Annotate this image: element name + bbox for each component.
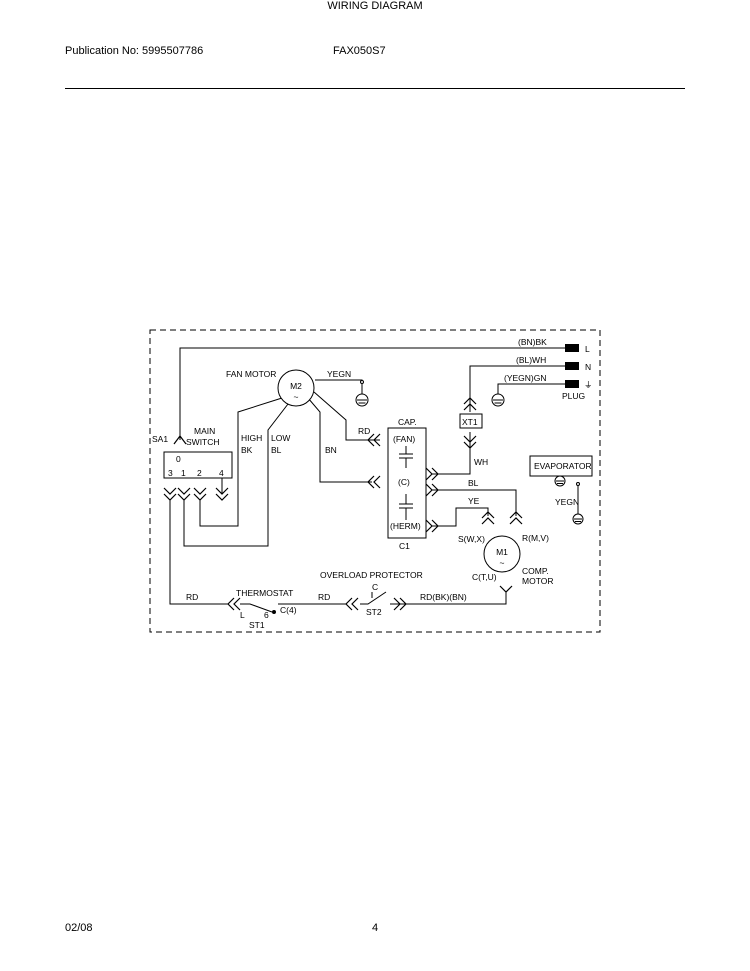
- wire-overload-to-comp: [400, 592, 507, 605]
- capacitor-common-terminal: (C): [398, 477, 410, 487]
- plug-pin-n: N: [585, 362, 591, 372]
- wire-label-overload-to-comp: RD(BK)(BN): [420, 592, 467, 602]
- page-title: WIRING DIAGRAM: [327, 0, 423, 12]
- plug-pins: [565, 344, 579, 388]
- header-divider: [65, 88, 685, 89]
- wire-label-low: LOW: [271, 433, 290, 443]
- compressor-label-1: COMP.: [522, 566, 549, 576]
- plug-label: PLUG: [562, 391, 585, 401]
- main-switch-position-0: 0: [176, 454, 181, 464]
- wire-cap-to-comp-s: [432, 507, 489, 527]
- evaporator-ground-wire: YEGN: [555, 497, 579, 507]
- evaporator-label: EVAPORATOR: [534, 461, 592, 471]
- overload-switch: [360, 591, 400, 605]
- wire-cap-to-comp-r: [432, 489, 517, 516]
- evaporator-ground-icon: [554, 475, 584, 525]
- connector-xt1: [459, 413, 483, 429]
- plug-pin-l: L: [585, 344, 590, 354]
- fan-motor-label: FAN MOTOR: [226, 369, 276, 379]
- footer-page-number: 4: [372, 922, 379, 934]
- fan-motor-id: M2: [290, 381, 302, 391]
- wire-label-fan-common: BN: [325, 445, 337, 455]
- thermostat-terminal-l: L: [240, 610, 245, 620]
- compressor-id: M1: [496, 547, 508, 557]
- wire-label-high: HIGH: [241, 433, 262, 443]
- main-switch-terminal-3: 3: [168, 468, 173, 478]
- compressor-terminal-s: S(W,X): [458, 534, 485, 544]
- main-switch-label-1: MAIN: [194, 426, 215, 436]
- fan-motor-symbol: [277, 369, 315, 407]
- thermostat-id: ST1: [249, 620, 265, 630]
- plug-wire-neutral: (BL)WH: [516, 355, 546, 365]
- main-switch-box: [163, 451, 233, 479]
- wire-plug-ground: [497, 383, 565, 394]
- main-switch-terminal-2: 2: [197, 468, 202, 478]
- footer-date: 02/08: [65, 922, 93, 934]
- thermostat-label: THERMOSTAT: [236, 588, 293, 598]
- compressor-terminal-c: C(T,U): [472, 572, 497, 582]
- connector-xt1-label: XT1: [462, 417, 478, 427]
- main-switch-terminal-1: 1: [181, 468, 186, 478]
- wire-neutral: [469, 365, 565, 412]
- unit-boundary: [149, 329, 601, 633]
- fan-motor-symbol-tilde: ~: [294, 392, 299, 402]
- thermostat-terminal-c: C(4): [280, 605, 297, 615]
- wire-label-switch-to-thermo: RD: [186, 592, 198, 602]
- ground-icon: [355, 380, 505, 407]
- capacitor-fan-terminal: (FAN): [393, 434, 415, 444]
- wire-label-fan-cap: RD: [358, 426, 370, 436]
- wire-label-low-color: BL: [271, 445, 282, 455]
- capacitor-herm-terminal: (HERM): [390, 521, 421, 531]
- compressor-label-2: MOTOR: [522, 576, 553, 586]
- model-number: FAX050S7: [333, 45, 386, 57]
- wire-line: [179, 347, 565, 440]
- overload-id: ST2: [366, 607, 382, 617]
- publication-number: Publication No: 5995507786: [65, 45, 204, 57]
- thermostat-terminal-6: 6: [264, 610, 269, 620]
- wire-fan-to-cap: [313, 391, 380, 441]
- compressor-motor-symbol: [483, 535, 521, 573]
- compressor-symbol-tilde: ~: [500, 558, 505, 568]
- wire-neutral-to-cap: [432, 432, 471, 475]
- compressor-terminal-r: R(M,V): [522, 533, 549, 543]
- wire-fan-low: [183, 403, 289, 547]
- wire-switch-to-thermostat: [169, 500, 228, 605]
- thermostat-switch: [240, 603, 298, 614]
- main-switch-label-2: SWITCH: [186, 437, 220, 447]
- plug-wire-line: (BN)BK: [518, 337, 547, 347]
- main-switch-terminal-4: 4: [219, 468, 224, 478]
- capacitor-box: [387, 427, 427, 539]
- wire-fan-high: [199, 397, 283, 527]
- wire-label-thermo-to-overload: RD: [318, 592, 330, 602]
- wire-fan-ground: [315, 379, 363, 394]
- wire-label-cap-herm: YE: [468, 496, 480, 506]
- wire-label-cap-common: BL: [468, 478, 479, 488]
- wire-fan-common: [307, 397, 372, 483]
- wire-label-high-color: BK: [241, 445, 253, 455]
- wire-label-neutral: WH: [474, 457, 488, 467]
- overload-label: OVERLOAD PROTECTOR: [320, 570, 423, 580]
- overload-terminal-c: C: [372, 582, 378, 592]
- capacitor-id: C1: [399, 541, 410, 551]
- capacitor-label: CAP.: [398, 417, 417, 427]
- capacitor-symbols: [399, 446, 413, 520]
- wire-label-fan-ground: YEGN: [327, 369, 351, 379]
- plug-wire-ground: (YEGN)GN: [504, 373, 547, 383]
- plug-pin-ground: ⏚: [584, 380, 593, 390]
- main-switch-id: SA1: [152, 434, 168, 444]
